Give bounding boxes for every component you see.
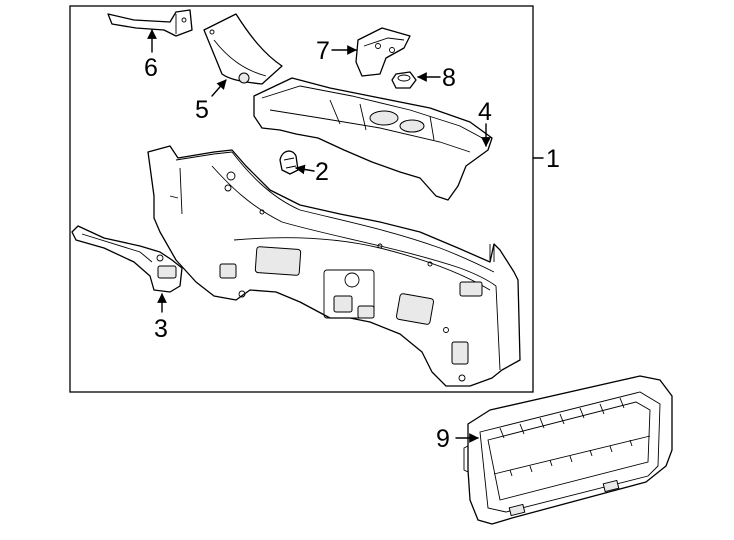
callout-4: 4 — [478, 98, 492, 126]
rear-panel-part — [147, 145, 521, 387]
leader-2 — [295, 164, 315, 175]
bracket-part — [71, 225, 183, 293]
nut-part — [391, 71, 417, 89]
callout-9: 9 — [436, 425, 450, 453]
callout-5: 5 — [195, 96, 209, 124]
clip-part — [279, 150, 299, 175]
callout-2: 2 — [315, 158, 329, 186]
curved-plate-part — [203, 13, 283, 85]
leader-5 — [211, 79, 227, 97]
upper-panel-part — [253, 77, 493, 201]
callout-6: 6 — [144, 54, 158, 82]
callout-7: 7 — [316, 37, 330, 65]
reinforcement-part — [355, 27, 411, 77]
callout-8: 8 — [442, 64, 456, 92]
small-bracket-part — [107, 9, 193, 37]
callout-1: 1 — [546, 145, 560, 173]
callout-3: 3 — [154, 315, 168, 343]
vent-part — [463, 375, 673, 525]
assembly-frame — [69, 5, 534, 393]
